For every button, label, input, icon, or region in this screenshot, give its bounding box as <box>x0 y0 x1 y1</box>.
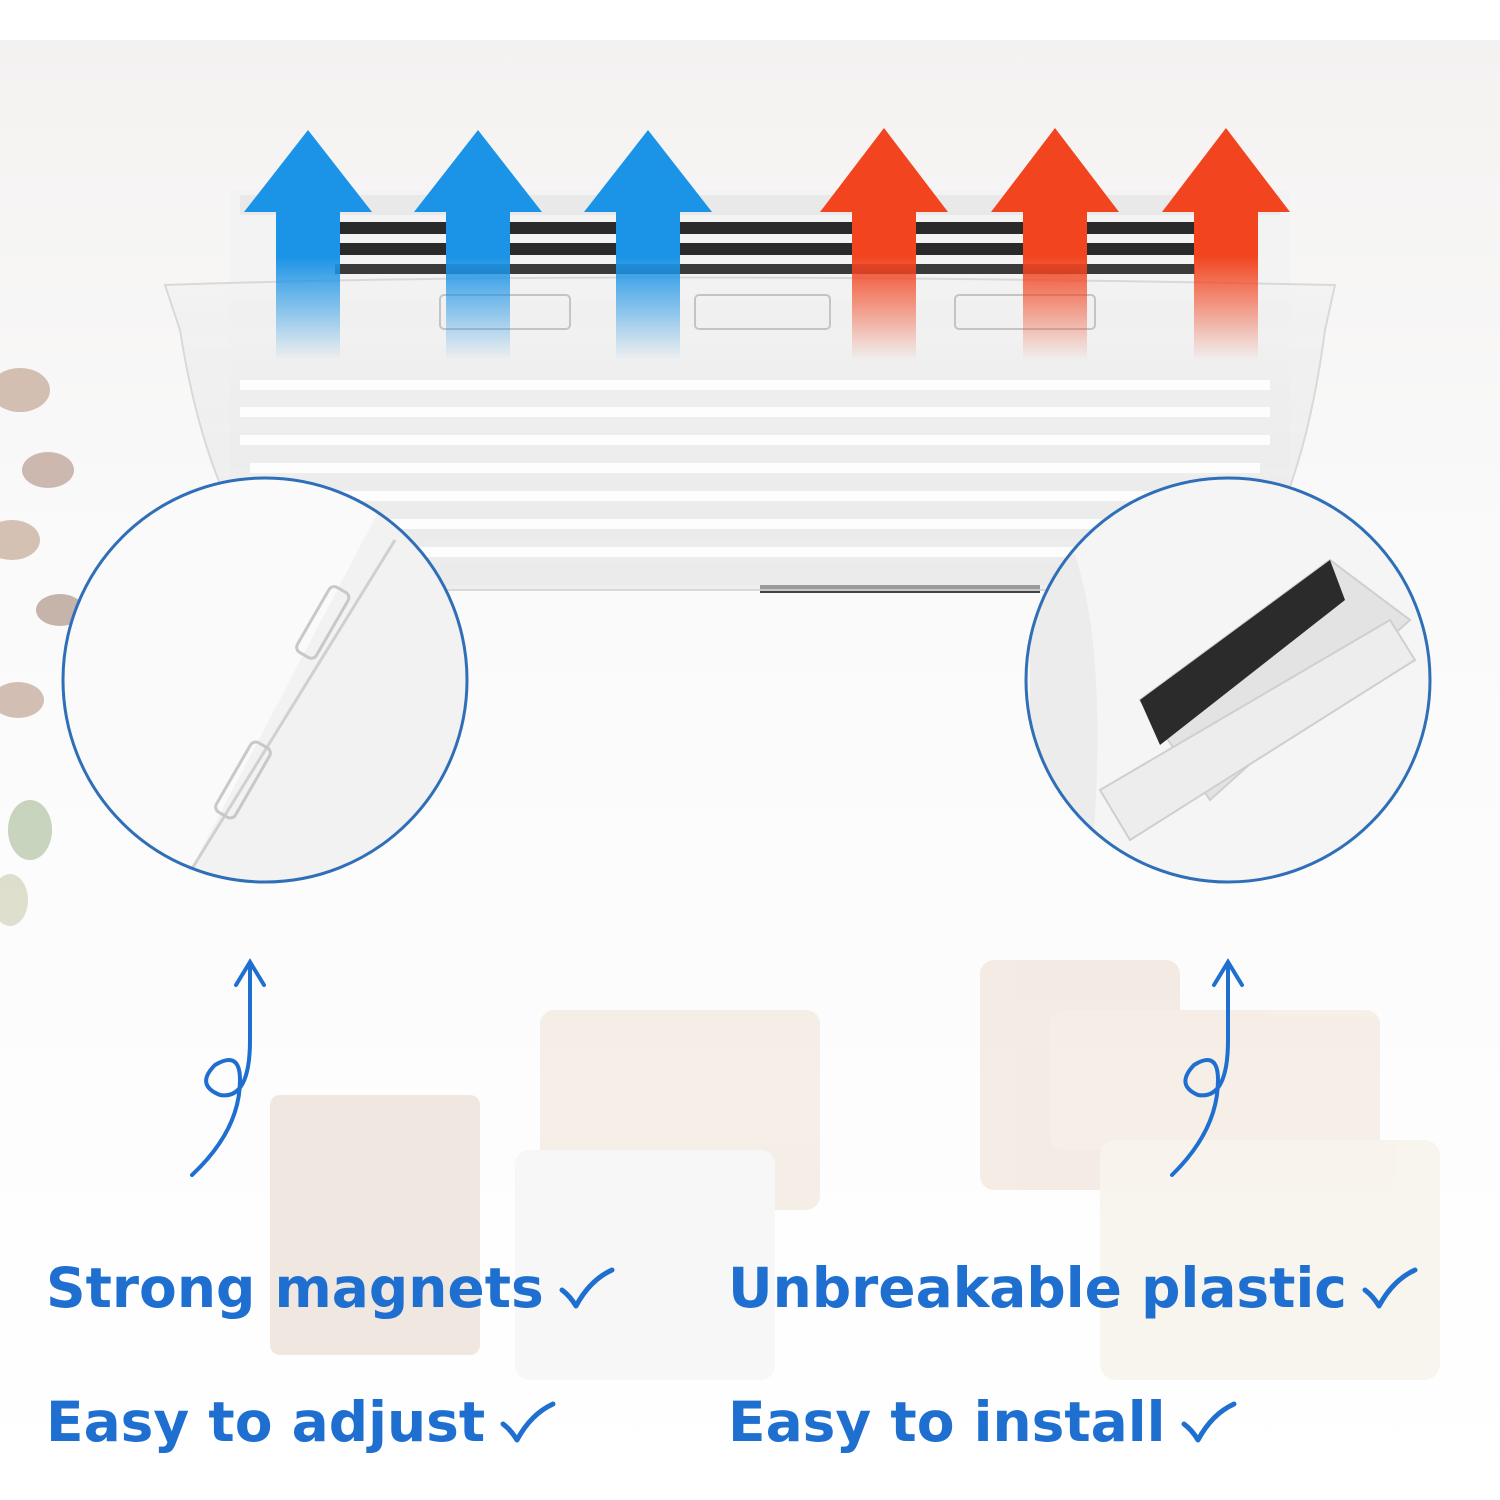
arrow-up-icon <box>414 130 542 360</box>
feature-label: Easy to install <box>728 1390 1166 1454</box>
hot-air-arrows <box>820 128 1290 360</box>
arrow-up-icon <box>244 130 372 360</box>
curly-arrow-icon <box>190 958 266 1177</box>
check-icon <box>1181 1401 1237 1443</box>
feature-easy-to-adjust: Easy to adjust <box>46 1390 557 1454</box>
plant-decoration <box>0 368 84 926</box>
cold-air-arrows <box>244 130 712 360</box>
feature-label: Unbreakable plastic <box>728 1256 1347 1320</box>
feature-easy-to-install: Easy to install <box>728 1390 1238 1454</box>
arrow-up-icon <box>584 130 712 360</box>
magnet-detail-circle <box>1024 476 1432 884</box>
check-icon <box>500 1401 556 1443</box>
feature-unbreakable-plastic: Unbreakable plastic <box>728 1256 1419 1320</box>
feature-strong-magnets: Strong magnets <box>46 1256 616 1320</box>
arrow-up-icon <box>991 128 1119 360</box>
feature-list: Strong magnets Unbreakable plastic Easy … <box>0 1230 1500 1470</box>
arrow-up-icon <box>1162 128 1290 360</box>
background-soap-bars <box>270 960 1440 1380</box>
check-icon <box>559 1267 615 1309</box>
arrow-up-icon <box>820 128 948 360</box>
feature-label: Strong magnets <box>46 1256 544 1320</box>
feature-label: Easy to adjust <box>46 1390 486 1454</box>
check-icon <box>1362 1267 1418 1309</box>
curly-arrow-icon <box>1170 958 1244 1177</box>
hinge-detail-circle <box>61 476 469 884</box>
